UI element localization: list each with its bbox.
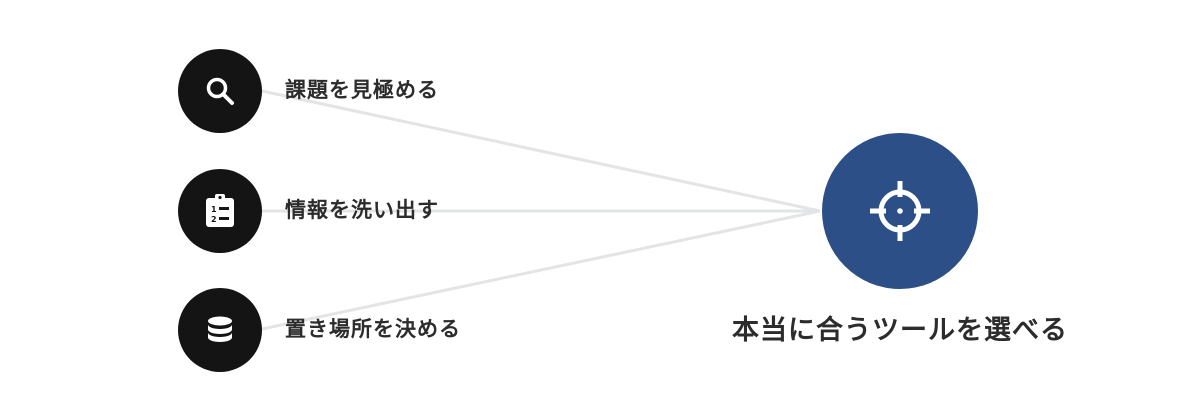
step-3-icon-circle: [178, 288, 262, 372]
connector-line-1: [261, 89, 821, 213]
clipboard-list-icon: 1 2: [206, 194, 234, 227]
step-1-icon-circle: [178, 49, 262, 133]
crosshair-icon: [870, 181, 930, 241]
goal-label: 本当に合うツールを選べる: [732, 315, 1068, 346]
step-2-icon-circle: 1 2: [178, 169, 262, 253]
svg-text:2: 2: [211, 215, 217, 224]
step-1-label: 課題を見極める: [285, 78, 439, 102]
connector-line-3: [261, 209, 821, 331]
search-icon: [206, 77, 234, 105]
database-icon: [208, 316, 232, 342]
step-2-label: 情報を洗い出す: [285, 198, 439, 222]
step-3-label: 置き場所を決める: [285, 317, 461, 341]
svg-text:1: 1: [211, 205, 217, 214]
goal-circle: [822, 133, 978, 289]
